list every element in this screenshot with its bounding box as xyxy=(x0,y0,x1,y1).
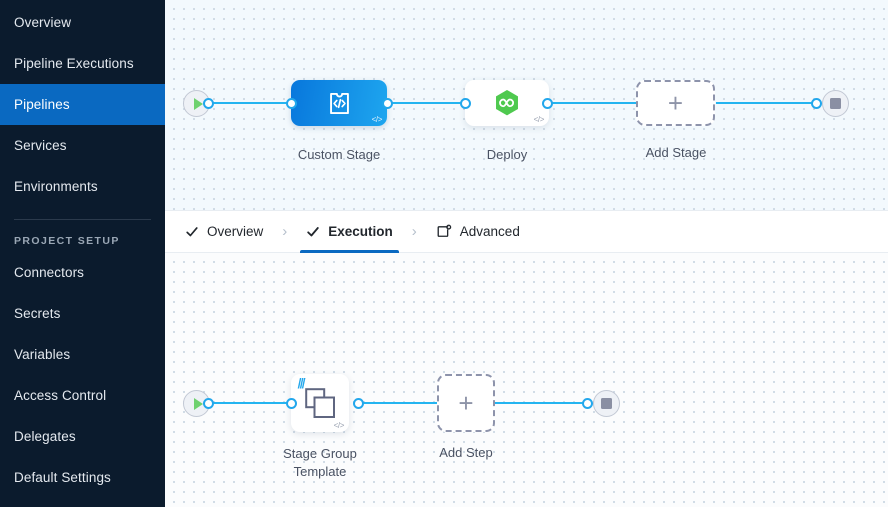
tab-execution[interactable]: Execution xyxy=(300,211,399,253)
add-stage-node[interactable]: + xyxy=(636,80,715,126)
main-content: </> Custom Stage </> Deploy + Add Stage xyxy=(165,0,888,507)
add-step-node[interactable]: + xyxy=(437,374,495,432)
connector-dot-step-end[interactable] xyxy=(582,398,593,409)
sidebar-item-label: Secrets xyxy=(14,306,61,321)
step-canvas[interactable]: ||| </> Stage Group Template + Add Step xyxy=(165,253,888,507)
connector-dot-stage-group-in[interactable] xyxy=(286,398,297,409)
tab-label: Advanced xyxy=(459,224,520,239)
sidebar: Overview Pipeline Executions Pipelines S… xyxy=(0,0,165,507)
start-play-icon xyxy=(193,397,203,410)
stage-group-code-badge: </> xyxy=(333,421,345,430)
connector-dot-stage-group-out[interactable] xyxy=(353,398,364,409)
step-start-node[interactable] xyxy=(183,390,210,417)
sidebar-item-variables[interactable]: Variables xyxy=(0,334,165,375)
sidebar-item-label: Environments xyxy=(14,179,98,194)
connector-dot-start[interactable] xyxy=(203,98,214,109)
stacked-squares-icon xyxy=(305,388,335,418)
stage-canvas[interactable]: </> Custom Stage </> Deploy + Add Stage xyxy=(165,0,888,210)
edge-add-stage-to-end xyxy=(716,102,817,104)
sidebar-item-label: Overview xyxy=(14,15,72,30)
edge-stage-group-to-add-step xyxy=(358,402,443,404)
custom-stage-code-icon xyxy=(329,92,349,114)
deploy-stage-node[interactable]: </> xyxy=(465,80,549,126)
step-config-tabbar: Overview › Execution › Advanced xyxy=(165,210,888,253)
deploy-hexagon-infinity-icon xyxy=(496,89,518,116)
end-stop-icon xyxy=(601,398,612,409)
sidebar-item-connectors[interactable]: Connectors xyxy=(0,252,165,293)
sidebar-item-access-control[interactable]: Access Control xyxy=(0,375,165,416)
add-step-label: Add Step xyxy=(439,445,493,460)
tab-separator-2: › xyxy=(411,223,417,240)
custom-stage-node[interactable]: </> xyxy=(291,80,387,126)
sidebar-item-default-settings[interactable]: Default Settings xyxy=(0,457,165,498)
sidebar-item-pipelines[interactable]: Pipelines xyxy=(0,84,165,125)
check-icon xyxy=(186,226,198,236)
custom-stage-label: Custom Stage xyxy=(297,147,381,162)
tab-overview[interactable]: Overview xyxy=(179,211,269,253)
edge-custom-stage-to-deploy xyxy=(387,102,467,104)
end-stop-icon xyxy=(830,98,841,109)
edge-deploy-to-add-stage xyxy=(547,102,642,104)
plus-icon: + xyxy=(458,388,474,418)
sidebar-item-label: Delegates xyxy=(14,429,76,444)
sidebar-item-delegates[interactable]: Delegates xyxy=(0,416,165,457)
sidebar-item-label: Access Control xyxy=(14,388,107,403)
sidebar-item-environments[interactable]: Environments xyxy=(0,166,165,207)
sidebar-item-label: Pipeline Executions xyxy=(14,56,134,71)
connector-dot-custom-stage-in[interactable] xyxy=(286,98,297,109)
start-play-icon xyxy=(193,97,203,110)
add-stage-label: Add Stage xyxy=(645,145,707,160)
stage-end-node[interactable] xyxy=(822,90,849,117)
tab-separator-1: › xyxy=(282,223,288,240)
connector-dot-custom-stage-out[interactable] xyxy=(382,98,393,109)
tab-advanced[interactable]: Advanced xyxy=(430,211,526,253)
stage-group-template-node[interactable]: ||| </> xyxy=(291,374,349,432)
edge-add-step-to-end xyxy=(495,402,588,404)
edge-start-to-custom-stage xyxy=(205,102,293,104)
sidebar-divider xyxy=(14,219,151,220)
connector-dot-step-start[interactable] xyxy=(203,398,214,409)
sidebar-item-label: Connectors xyxy=(14,265,85,280)
tab-label: Overview xyxy=(207,224,264,239)
sidebar-item-overview[interactable]: Overview xyxy=(0,2,165,43)
connector-dot-deploy-in[interactable] xyxy=(460,98,471,109)
step-end-node[interactable] xyxy=(593,390,620,417)
advanced-settings-icon xyxy=(437,224,452,237)
check-icon xyxy=(307,226,319,236)
plus-icon: + xyxy=(667,88,684,118)
sidebar-item-services[interactable]: Services xyxy=(0,125,165,166)
sidebar-section-project-setup: PROJECT SETUP xyxy=(14,235,120,247)
sidebar-item-label: Pipelines xyxy=(14,97,70,112)
edge-start-to-stage-group xyxy=(205,402,293,404)
sidebar-item-label: Variables xyxy=(14,347,71,362)
connector-dot-deploy-out[interactable] xyxy=(542,98,553,109)
custom-stage-code-badge: </> xyxy=(371,115,383,124)
stage-group-template-label: Stage Group Template xyxy=(283,446,357,479)
sidebar-item-label: Default Settings xyxy=(14,470,111,485)
connector-dot-end[interactable] xyxy=(811,98,822,109)
sidebar-item-label: Services xyxy=(14,138,67,153)
sidebar-item-pipeline-executions[interactable]: Pipeline Executions xyxy=(0,43,165,84)
deploy-stage-label: Deploy xyxy=(486,147,528,162)
sidebar-item-secrets[interactable]: Secrets xyxy=(0,293,165,334)
deploy-code-badge: </> xyxy=(533,115,545,124)
tab-label: Execution xyxy=(328,224,393,239)
